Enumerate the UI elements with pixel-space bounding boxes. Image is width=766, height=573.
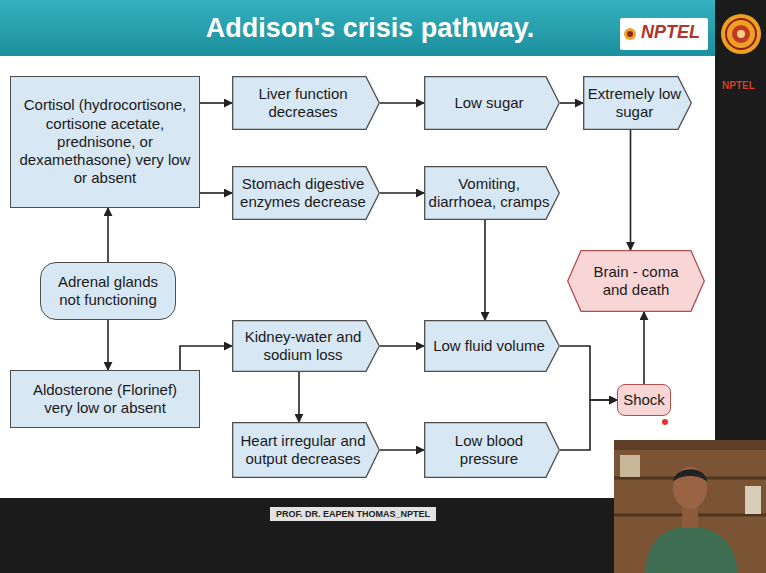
process-box: Low sugar [424, 76, 560, 130]
node-text: Stomach digestive enzymes decrease [236, 175, 370, 212]
hormone-box: Aldosterone (Florinef) very low or absen… [10, 370, 200, 428]
node-text: Cortisol (hydrocortisone, cortisone acet… [17, 96, 193, 187]
process-box: Kidney-water and sodium loss [232, 320, 380, 372]
node-text: Kidney-water and sodium loss [236, 328, 370, 365]
title-bar [0, 0, 715, 56]
node-text: Extremely low sugar [587, 85, 682, 122]
hormone-box: Cortisol (hydrocortisone, cortisone acet… [10, 76, 200, 208]
connector-arrow [380, 192, 424, 194]
pointer-dot [662, 419, 668, 425]
slide-title: Addison's crisis pathway. [206, 13, 535, 44]
slide-ground [0, 0, 715, 498]
logo-badge [620, 18, 708, 50]
node-text: Shock [620, 391, 668, 409]
connector-arrow [560, 400, 617, 450]
title-box: Addison's crisis pathway. [100, 0, 640, 56]
process-box: Low fluid volume [424, 320, 560, 372]
process-box: Stomach digestive enzymes decrease [232, 166, 380, 220]
connector-arrow [180, 346, 232, 370]
connector-arrow [380, 449, 424, 451]
connector-arrow [298, 372, 300, 422]
shock-box: Shock [617, 384, 671, 416]
connector-arrow [560, 102, 583, 104]
connector-arrow [107, 320, 109, 370]
process-box: Low blood pressure [424, 422, 560, 478]
node-text: Adrenal glands not functioning [47, 273, 169, 310]
process-box: Liver function decreases [232, 76, 380, 130]
logo-text: NPTEL [641, 22, 700, 43]
connector-arrow [560, 346, 617, 400]
logo-text: NPTEL [722, 80, 755, 91]
node-text: Low fluid volume [428, 337, 550, 355]
presenter-label: PROF. DR. EAPEN THOMAS_NPTEL [270, 507, 436, 521]
process-box: Vomiting, diarrhoea, cramps [424, 166, 560, 220]
connector-arrow [484, 220, 486, 320]
node-text: Vomiting, diarrhoea, cramps [428, 175, 550, 212]
connector-arrow [380, 345, 424, 347]
badge-icon [624, 28, 636, 40]
node-text: Aldosterone (Florinef) very low or absen… [17, 381, 193, 418]
node-text: Low sugar [428, 94, 550, 112]
process-box: Extremely low sugar [583, 76, 692, 130]
node-text: Low blood pressure [428, 432, 550, 469]
process-box: Heart irregular and output decreases [232, 422, 380, 478]
connector-arrow [380, 102, 424, 104]
nptel-logo [721, 14, 761, 54]
outcome-hexagon: Brain - coma and death [567, 250, 705, 312]
connector-arrow [200, 102, 232, 104]
webcam-image [614, 440, 766, 573]
connector-arrow [200, 192, 232, 194]
connector-arrow [107, 208, 109, 262]
node-text: Heart irregular and output decreases [236, 432, 370, 469]
node-text: Brain - coma and death [579, 263, 693, 300]
connector-arrow [643, 312, 645, 384]
node-text: Liver function decreases [236, 85, 370, 122]
connector-arrow [630, 130, 632, 250]
start-box: Adrenal glands not functioning [40, 262, 176, 320]
